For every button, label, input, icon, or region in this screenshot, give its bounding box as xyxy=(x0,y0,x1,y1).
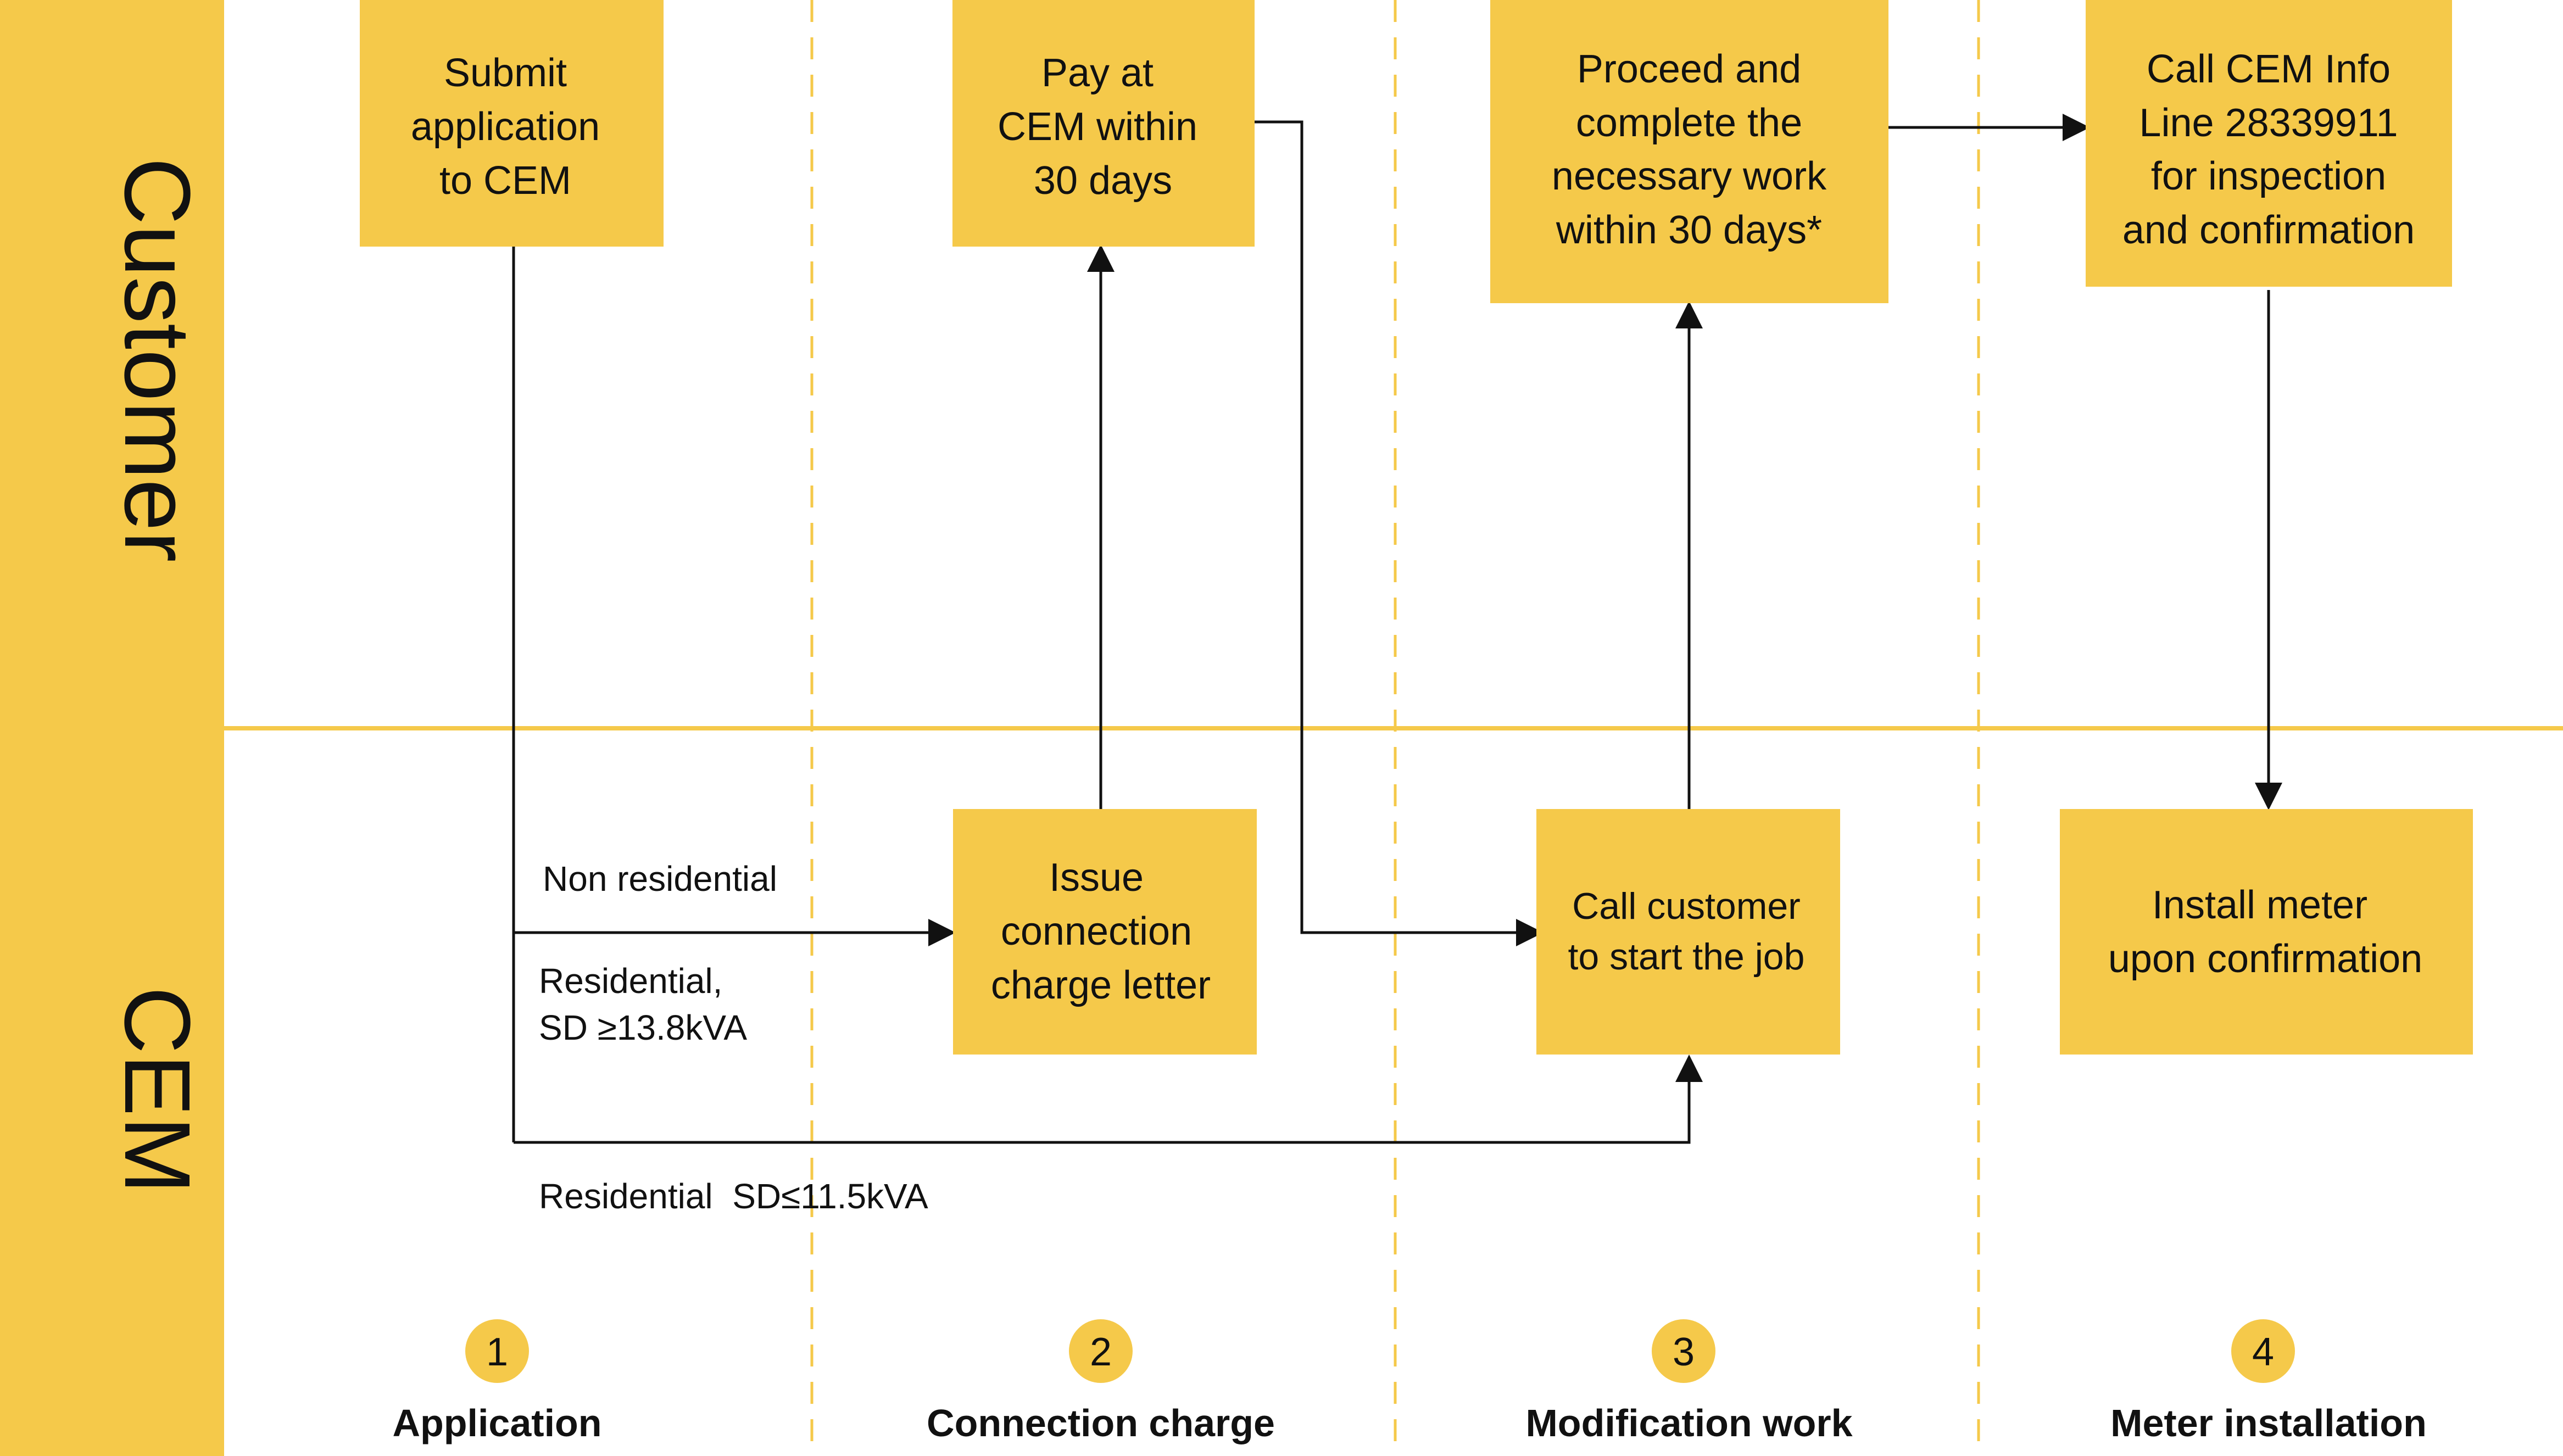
box-text-line: CEM within xyxy=(998,105,1197,149)
stage-number-badge xyxy=(1652,1319,1715,1383)
connector-to-call-customer-bottom xyxy=(514,1055,1703,1144)
stage-label: Application xyxy=(392,1402,601,1444)
box-text-line: to CEM xyxy=(439,159,571,203)
box-text-line: necessary work xyxy=(1552,154,1827,198)
stage-1: 1 Application xyxy=(392,1319,602,1444)
box-text-line: Issue xyxy=(1049,856,1144,900)
box-text-line: connection xyxy=(1001,910,1192,953)
lane-label-customer: Customer xyxy=(105,158,209,562)
box-text-line: within 30 days* xyxy=(1556,208,1822,252)
stage-label: Connection charge xyxy=(927,1402,1275,1444)
stage-label: Meter installation xyxy=(2110,1402,2427,1444)
box-text-line: 30 days xyxy=(1034,159,1172,203)
box-text-line: Submit xyxy=(444,51,567,95)
stage-number: 2 xyxy=(1090,1330,1112,1374)
stage-number: 4 xyxy=(2252,1330,2274,1374)
box-text-line: Line 28339911 xyxy=(2139,101,2398,145)
stage-number: 1 xyxy=(486,1330,508,1374)
lane-bar xyxy=(0,0,224,1456)
box-submit-application: Submit application to CEM xyxy=(360,0,664,247)
box-text-line: Install meter xyxy=(2152,883,2367,927)
lane-label-cem: CEM xyxy=(105,986,209,1194)
box-install-meter: Install meter upon confirmation xyxy=(2060,809,2473,1055)
stage-2: 2 Connection charge xyxy=(927,1319,1275,1444)
box-text-line: upon confirmation xyxy=(2108,937,2422,981)
box-text-line: for inspection xyxy=(2151,154,2386,198)
stage-number-badge xyxy=(465,1319,529,1383)
box-text-line: Call customer xyxy=(1572,885,1801,927)
box-text-line: to start the job xyxy=(1568,936,1805,978)
box-pay: Pay at CEM within 30 days xyxy=(952,0,1255,247)
box-proceed: Proceed and complete the necessary work … xyxy=(1490,0,1888,303)
box-text-line: and confirmation xyxy=(2122,208,2415,252)
box-text-line: Pay at xyxy=(1041,51,1154,95)
stage-4: 4 Meter installation xyxy=(2110,1319,2427,1444)
stage-3: 3 Modification work xyxy=(1526,1319,1853,1444)
stage-number: 3 xyxy=(1673,1330,1695,1374)
stage-label: Modification work xyxy=(1526,1402,1853,1444)
box-text-line: Proceed and xyxy=(1577,47,1801,91)
connector-pay-to-call-customer xyxy=(1255,120,1544,946)
edge-label-non-residential: Non residential xyxy=(543,859,777,899)
box-call-cem-info: Call CEM Info Line 28339911 for inspecti… xyxy=(2086,0,2452,287)
edge-label-residential-low: Residential SD≤11.5kVA xyxy=(539,1176,928,1216)
edge-label-residential-high-line2: SD ≥13.8kVA xyxy=(539,1008,747,1047)
box-text-line: complete the xyxy=(1576,101,1802,145)
box-issue-letter: Issue connection charge letter xyxy=(953,809,1257,1055)
box-text-line: Call CEM Info xyxy=(2147,47,2391,91)
stage-number-badge xyxy=(2231,1319,2295,1383)
stage-number-badge xyxy=(1069,1319,1133,1383)
box-text-line: charge letter xyxy=(991,963,1211,1007)
box-call-customer: Call customer to start the job xyxy=(1536,809,1840,1055)
edge-label-residential-high-line1: Residential, xyxy=(539,961,722,1001)
box-text-line: application xyxy=(411,105,600,149)
